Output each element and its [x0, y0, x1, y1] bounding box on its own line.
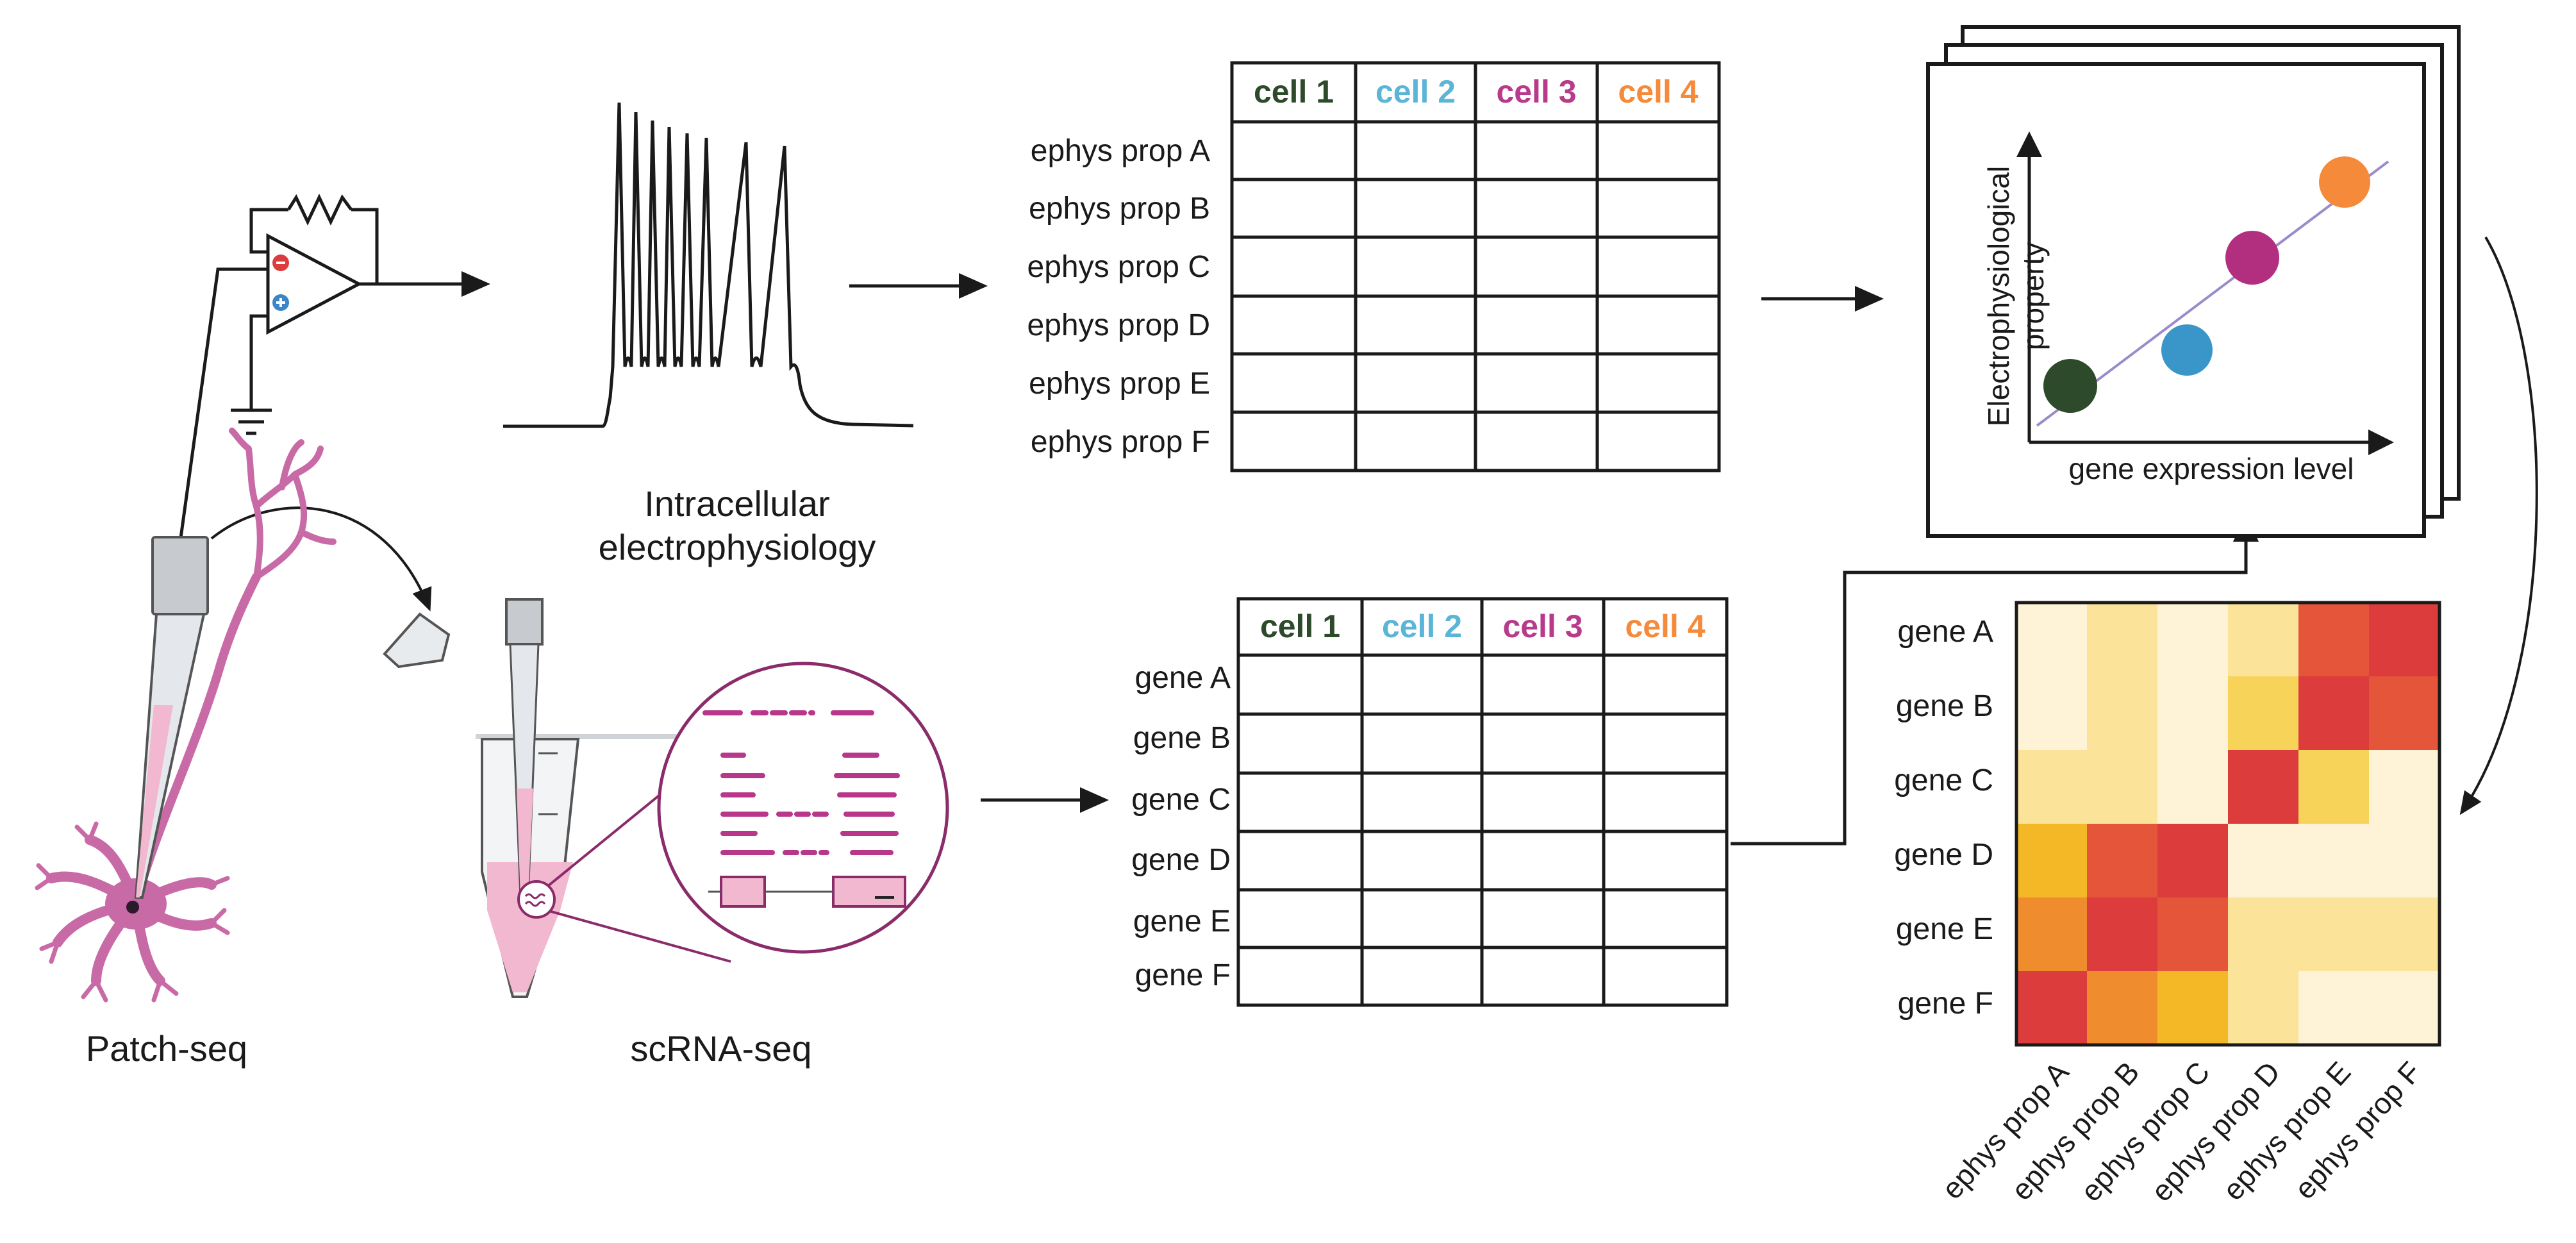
heatmap-cell — [2298, 603, 2370, 677]
heatmap-cell — [2369, 750, 2440, 824]
heatmap-cell — [2228, 824, 2299, 898]
heatmap-cell — [2157, 971, 2229, 1046]
arrow-pipette-to-tube — [210, 506, 432, 612]
gene-col-cell-1: cell 1 — [1259, 608, 1341, 644]
scatter-y-axis-label: Electrophysiological property — [1982, 165, 2050, 427]
ephys-row-label: ephys prop F — [1030, 425, 1210, 459]
scatter-point-cell-2 — [2161, 324, 2213, 376]
ephys-col-cell-1: cell 1 — [1253, 74, 1334, 110]
heatmap-row-label: gene A — [1897, 615, 1993, 649]
gene-row-label: gene F — [1134, 958, 1231, 992]
heatmap-cell — [2298, 676, 2370, 751]
sample-tube-icon — [383, 598, 706, 998]
ephys-row-label: ephys prop E — [1029, 367, 1210, 401]
arrow-scatter-to-heatmap — [2459, 236, 2538, 815]
heatmap-row-label: gene D — [1894, 838, 1993, 872]
ephys-col-cell-3: cell 3 — [1496, 74, 1577, 110]
gene-col-cell-3: cell 3 — [1502, 608, 1583, 644]
heatmap-cell — [2157, 897, 2229, 972]
scatter-card-stack — [1926, 25, 2461, 538]
heatmap-cell — [2369, 676, 2440, 751]
gene-col-cell-2: cell 2 — [1381, 608, 1463, 644]
ephys-col-cell-2: cell 2 — [1375, 74, 1456, 110]
heatmap-cell — [2298, 824, 2370, 898]
amplifier-circuit-icon — [170, 194, 490, 603]
heatmap-cell — [2016, 603, 2088, 677]
heatmap-cell — [2016, 897, 2088, 972]
heatmap-cell — [2157, 824, 2229, 898]
sequencing-reads-icon — [657, 662, 949, 954]
caption-scrna-seq: scRNA-seq — [630, 1028, 812, 1069]
ephys-row-label: ephys prop B — [1029, 192, 1210, 226]
gene-table-grid — [1236, 597, 1729, 1007]
heatmap-cell — [2157, 676, 2229, 751]
heatmap-cell — [2157, 750, 2229, 824]
heatmap-row-label: gene B — [1895, 689, 1993, 723]
gene-row-label: gene E — [1133, 905, 1231, 939]
gene-row-label: gene C — [1131, 783, 1231, 817]
scatter-x-axis-label: gene expression level — [2068, 452, 2354, 485]
scatter-point-cell-3 — [2225, 231, 2279, 285]
caption-patch-seq: Patch-seq — [85, 1028, 248, 1069]
heatmap-cell — [2087, 897, 2158, 972]
action-potential-trace — [503, 102, 914, 428]
gene-row-label: gene D — [1131, 843, 1231, 877]
arrow-gene-table-to-scatter — [1731, 513, 2259, 846]
ephys-row-label: ephys prop C — [1027, 250, 1211, 284]
heatmap-cell — [2369, 603, 2440, 677]
heatmap-cell — [2228, 676, 2299, 751]
heatmap-cell — [2087, 603, 2158, 677]
heatmap-cell — [2298, 750, 2370, 824]
ephys-row-label: ephys prop A — [1030, 134, 1210, 168]
heatmap-cell — [2016, 824, 2088, 898]
heatmap-cell — [2298, 971, 2370, 1046]
heatmap-col-label: ephys prop F — [2288, 1055, 2428, 1206]
scatter-axes — [2016, 131, 2394, 455]
gene-col-cell-4: cell 4 — [1625, 608, 1706, 644]
heatmap-cell — [2087, 676, 2158, 751]
ephys-table-grid — [1230, 61, 1721, 472]
heatmap-cell — [2228, 603, 2299, 677]
caption-intracellular-electrophysiology: Intracellular electrophysiology — [598, 483, 876, 568]
gene-row-label: gene B — [1133, 721, 1231, 755]
heatmap-cell — [2369, 824, 2440, 898]
heatmap-cell — [2016, 750, 2088, 824]
heatmap-cell — [2369, 897, 2440, 972]
heatmap-cell — [2228, 897, 2299, 972]
ephys-col-cell-4: cell 4 — [1618, 74, 1699, 110]
scatter-point-cell-1 — [2043, 359, 2097, 413]
heatmap-cell — [2228, 750, 2299, 824]
heatmap-cell — [2298, 897, 2370, 972]
heatmap-cell — [2016, 971, 2088, 1046]
neuron-icon — [35, 428, 337, 1003]
scatter-point-cell-4 — [2319, 156, 2370, 208]
heatmap-border — [2015, 601, 2441, 1047]
heatmap-cells — [2016, 603, 2440, 1046]
ephys-row-label: ephys prop D — [1027, 308, 1211, 342]
heatmap-cell — [2228, 971, 2299, 1046]
heatmap-cell — [2087, 824, 2158, 898]
patch-pipette-icon — [134, 536, 209, 899]
heatmap-cell — [2016, 676, 2088, 751]
heatmap-row-label: gene E — [1895, 912, 1993, 946]
heatmap-cell — [2369, 971, 2440, 1046]
heatmap-cell — [2157, 603, 2229, 677]
gene-row-label: gene A — [1134, 661, 1231, 695]
heatmap-cell — [2087, 971, 2158, 1046]
heatmap-cell — [2087, 750, 2158, 824]
heatmap-row-label: gene C — [1894, 763, 1993, 797]
heatmap-row-label: gene F — [1897, 987, 1993, 1021]
